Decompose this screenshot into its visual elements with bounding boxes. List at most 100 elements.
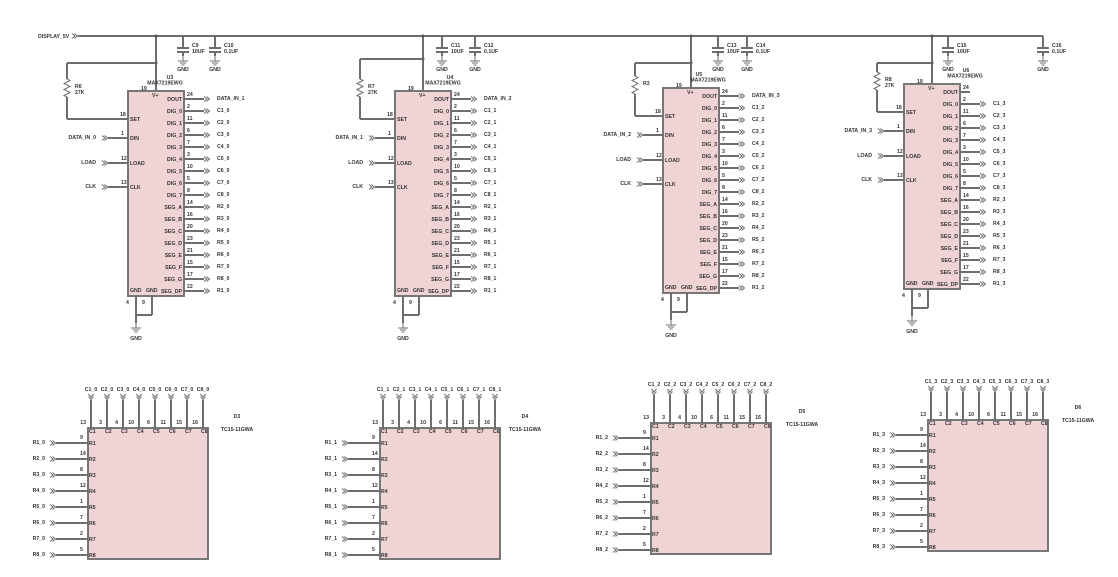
pin-number: 12 bbox=[121, 156, 127, 162]
pin-name: GND bbox=[665, 285, 677, 291]
output-net-label: C8_1 bbox=[484, 192, 497, 198]
pin-number: 21 bbox=[187, 248, 193, 254]
connector-arrow-icon bbox=[738, 273, 743, 279]
output-net-label: C7_0 bbox=[217, 180, 230, 186]
connector-arrow-icon bbox=[371, 160, 376, 166]
ground-label: GND bbox=[469, 67, 481, 73]
connector-arrow-icon bbox=[341, 536, 346, 542]
pin-number: 10 bbox=[722, 161, 728, 167]
output-net-label: R1_3 bbox=[993, 281, 1006, 287]
ic-ref: U6 bbox=[963, 68, 970, 74]
connector-arrow-icon bbox=[992, 388, 998, 393]
input-net-label: DATA_IN_3 bbox=[845, 128, 873, 134]
output-net-label: C3_2 bbox=[752, 129, 765, 135]
pin-number: 12 bbox=[372, 483, 378, 489]
pin-number: 3 bbox=[99, 420, 102, 426]
pin-number: 24 bbox=[454, 92, 460, 98]
column-net-label: C1_2 bbox=[648, 382, 661, 388]
pin-number: 14 bbox=[80, 451, 86, 457]
row-net-label: R8_1 bbox=[325, 552, 338, 558]
row-net-label: R2_1 bbox=[325, 456, 338, 462]
connector-arrow-icon bbox=[741, 285, 746, 291]
pin-name: DIG_7 bbox=[702, 190, 717, 196]
column-net-label: C1_1 bbox=[377, 387, 390, 393]
connector-arrow-icon bbox=[738, 153, 743, 159]
output-net-label: C1_3 bbox=[993, 101, 1006, 107]
connector-arrow-icon bbox=[738, 201, 743, 207]
connector-arrow-icon bbox=[979, 101, 984, 107]
pin-name: V+ bbox=[687, 90, 694, 96]
connector-arrow-icon bbox=[344, 472, 349, 478]
connector-arrow-icon bbox=[470, 240, 475, 246]
pin-name: DOUT bbox=[167, 97, 183, 103]
pin-name: R2 bbox=[652, 452, 659, 458]
ground-label: GND bbox=[209, 67, 221, 73]
connector-arrow-icon bbox=[74, 33, 79, 39]
connector-arrow-icon bbox=[979, 233, 984, 239]
connector-arrow-icon bbox=[960, 385, 966, 390]
input-net-label: DATA_IN_0 bbox=[69, 135, 97, 141]
pin-name: DIG_5 bbox=[167, 169, 182, 175]
pin-number: 11 bbox=[453, 420, 459, 426]
connector-arrow-icon bbox=[667, 391, 673, 396]
pin-name: R8 bbox=[89, 553, 96, 559]
input-net-label: DATA_IN_1 bbox=[336, 135, 364, 141]
pin-name: R1 bbox=[381, 441, 388, 447]
connector-arrow-icon bbox=[460, 396, 466, 401]
pin-number: 19 bbox=[408, 86, 414, 92]
column-net-label: C1_0 bbox=[85, 387, 98, 393]
output-net-label: R1_1 bbox=[484, 288, 497, 294]
output-net-label: C4_3 bbox=[993, 137, 1006, 143]
output-net-label: C1_0 bbox=[217, 108, 230, 114]
connector-arrow-icon bbox=[738, 93, 743, 99]
pin-name: C1 bbox=[381, 429, 388, 435]
connector-arrow-icon bbox=[470, 288, 475, 294]
pin-number: 14 bbox=[372, 451, 378, 457]
resistor-zigzag bbox=[630, 75, 640, 95]
pin-name: R6 bbox=[929, 513, 936, 519]
row-net-label: R7_1 bbox=[325, 536, 338, 542]
column-net-label: C2_0 bbox=[101, 387, 114, 393]
connector-arrow-icon bbox=[877, 177, 882, 183]
capacitor-ref: C10 bbox=[224, 43, 234, 49]
connector-arrow-icon bbox=[344, 488, 349, 494]
connector-arrow-icon bbox=[473, 204, 478, 210]
output-net-label: C8_0 bbox=[217, 192, 230, 198]
connector-arrow-icon bbox=[470, 96, 475, 102]
connector-arrow-icon bbox=[412, 393, 418, 398]
output-net-label: R5_3 bbox=[993, 233, 1006, 239]
pin-name: DIG_7 bbox=[943, 186, 958, 192]
ground-label: GND bbox=[741, 67, 753, 73]
display-ref: D6 bbox=[1075, 405, 1082, 411]
row-net-label: R4_3 bbox=[873, 480, 886, 486]
pin-name: DIG_7 bbox=[434, 193, 449, 199]
ground-symbol: GND bbox=[906, 316, 918, 335]
column-net-label: C7_0 bbox=[181, 387, 194, 393]
connector-arrow-icon bbox=[892, 512, 897, 518]
pin-name: SEG_G bbox=[164, 277, 182, 283]
connector-arrow-icon bbox=[371, 135, 376, 141]
output-net-label: R2_3 bbox=[993, 197, 1006, 203]
ic-body bbox=[394, 90, 452, 297]
row-net-label: R4_2 bbox=[596, 483, 609, 489]
pin-name: R1 bbox=[929, 433, 936, 439]
connector-arrow-icon bbox=[763, 391, 769, 396]
connector-arrow-icon bbox=[982, 101, 987, 107]
pin-number: 2 bbox=[643, 526, 646, 532]
pin-number: 21 bbox=[722, 245, 728, 251]
pin-name: C2 bbox=[668, 424, 675, 430]
connector-arrow-icon bbox=[206, 132, 211, 138]
connector-arrow-icon bbox=[738, 213, 743, 219]
pin-number: 4 bbox=[678, 415, 681, 421]
pin-name: C1 bbox=[929, 421, 936, 427]
pin-number: 16 bbox=[454, 212, 460, 218]
pin-number: 6 bbox=[963, 121, 966, 127]
pin-name: R5 bbox=[89, 505, 96, 511]
pin-number: 15 bbox=[739, 415, 745, 421]
connector-arrow-icon bbox=[976, 388, 982, 393]
connector-arrow-icon bbox=[889, 464, 894, 470]
output-net-label: R2_2 bbox=[752, 201, 765, 207]
pin-number: 22 bbox=[722, 281, 728, 287]
